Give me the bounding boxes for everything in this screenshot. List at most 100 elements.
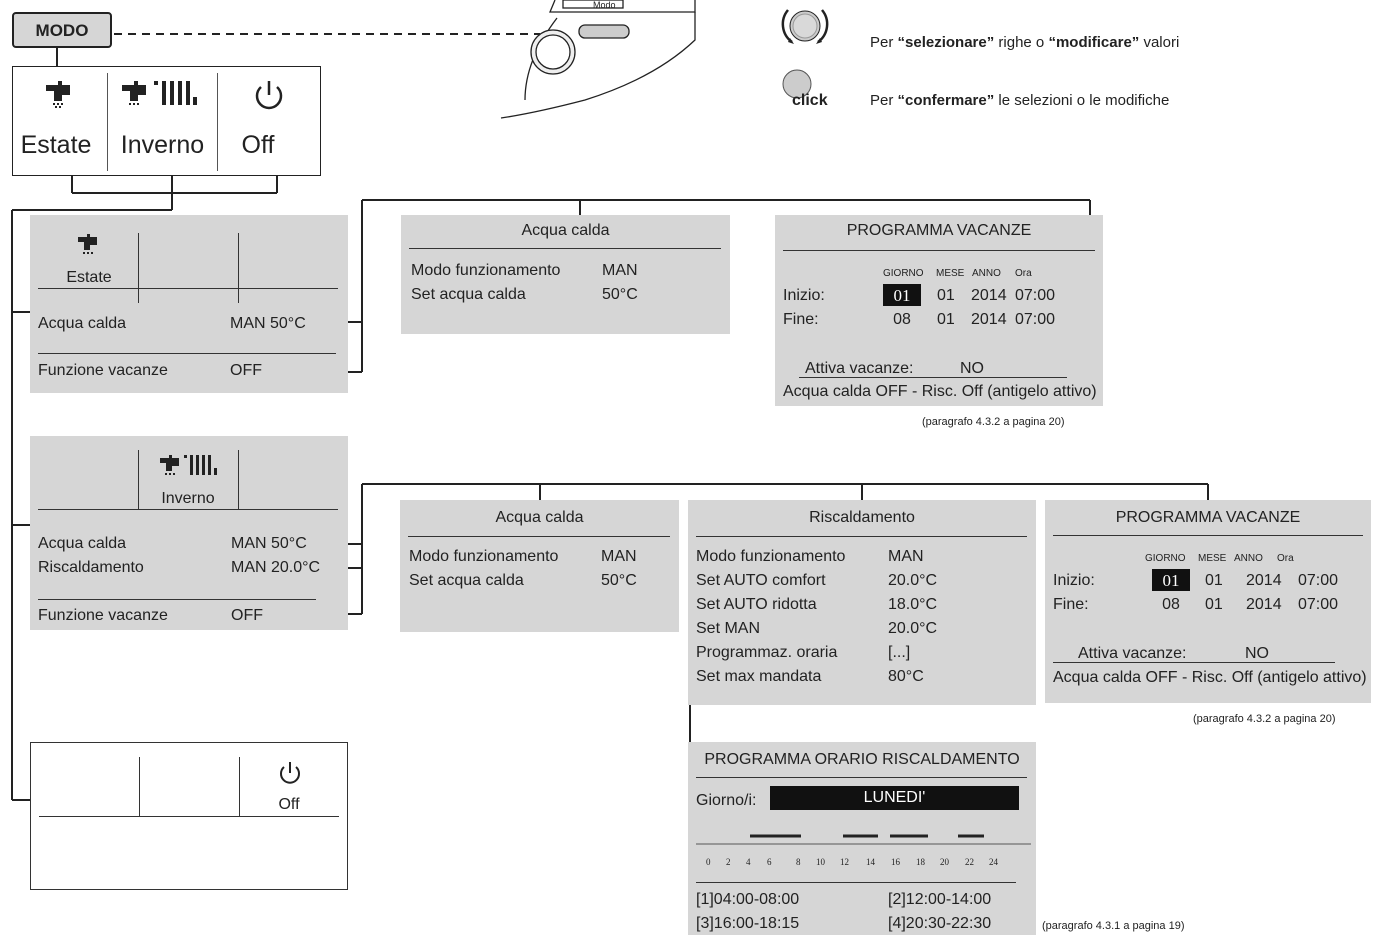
rotate-knob-icon [781,9,829,44]
faucet-radiator-icon [122,81,197,105]
row-label: Fine: [783,311,819,328]
acqua-row-label: Modo funzionamento [411,262,561,279]
hour-tick: 0 [706,857,711,867]
col-header: MESE [936,268,965,279]
row-label: Inizio: [1053,572,1095,589]
year-value: 2014 [1246,596,1282,613]
col-header: MESE [1198,553,1227,564]
inverno-row-label: Acqua calda [38,535,127,552]
row-label: Fine: [1053,596,1089,613]
inverno-row-value: MAN 50°C [231,535,307,552]
row-label: Inizio: [783,287,825,304]
hour-tick: 16 [891,857,900,867]
risc-row-value: 18.0°C [888,596,938,613]
device-label: Modo [593,0,616,10]
panel-title: Riscaldamento [809,509,915,526]
attiva-value: NO [1245,645,1269,662]
risc-row-value: 80°C [888,668,924,685]
boiler-device-illustration: Modo [500,0,696,119]
month-value: 01 [937,311,955,328]
panel-title: PROGRAMMA ORARIO RISCALDAMENTO [704,751,1020,768]
hour-tick: 8 [796,857,801,867]
giorno-value: LUNEDI' [863,789,926,806]
slot-text: [3]16:00-18:15 [696,915,800,932]
hour-tick: 18 [916,857,925,867]
risc-row-label: Modo funzionamento [696,548,846,565]
month-value: 01 [937,287,955,304]
riscaldamento-screen: Riscaldamento Modo funzionamento MAN Set… [688,500,1036,705]
year-value: 2014 [1246,572,1282,589]
vacanze-note: Acqua calda OFF - Risc. Off (antigelo at… [783,383,1097,400]
acqua-row-label: Modo funzionamento [409,548,559,565]
faucet-icon [46,81,70,108]
estate-row-label: Funzione vacanze [38,362,168,379]
attiva-value: NO [960,360,984,377]
acqua-row-label: Set acqua calda [409,572,524,589]
acqua-row-value: MAN [601,548,637,565]
ref-note: (paragrafo 4.3.2 a pagina 20) [922,416,1065,428]
year-value: 2014 [971,311,1007,328]
panel-title: Acqua calda [521,222,610,239]
inverno-row-label: Funzione vacanze [38,607,168,624]
time-value: 07:00 [1015,311,1056,328]
power-icon [255,81,283,110]
panel-title: Acqua calda [495,509,584,526]
risc-row-label: Set max mandata [696,668,822,685]
col-header: ANNO [1234,553,1263,564]
mode-off-label: Off [241,131,275,159]
vacanze-note: Acqua calda OFF - Risc. Off (antigelo at… [1053,669,1367,686]
risc-row-value: [...] [888,644,911,661]
risc-row-label: Programmaz. oraria [696,644,838,661]
estate-screen: Estate Acqua calda MAN 50°C Funzione vac… [30,215,348,393]
day-value: 01 [1162,571,1180,590]
attiva-label: Attiva vacanze: [1078,645,1187,662]
selected-day-cell[interactable] [883,284,921,306]
acqua-row-label: Set acqua calda [411,286,526,303]
selected-day-cell[interactable] [1152,569,1190,591]
faucet-radiator-icon [160,455,217,475]
month-value: 01 [1205,572,1223,589]
panel-title: PROGRAMMA VACANZE [846,222,1032,239]
ref-note: (paragrafo 4.3.2 a pagina 20) [1193,713,1336,725]
inverno-row-value: MAN 20.0°C [231,559,321,576]
giorno-selector[interactable] [770,786,1019,810]
risc-row-label: Set AUTO ridotta [696,596,817,613]
inverno-mode-label: Inverno [161,490,215,507]
modo-label: MODO [35,21,89,40]
inverno-row-label: Riscaldamento [38,559,144,576]
acqua-calda-screen-estate: Acqua calda Modo funzionamento MAN Set a… [401,215,730,334]
day-value: 08 [1162,596,1180,613]
risc-row-label: Set MAN [696,620,761,637]
inverno-screen: Inverno Acqua calda MAN 50°C Riscaldamen… [30,436,348,630]
acqua-row-value: MAN [602,262,638,279]
ref-note: (paragrafo 4.3.1 a pagina 19) [1042,920,1185,932]
estate-mode-label: Estate [66,269,112,286]
hour-tick: 12 [840,857,849,867]
mode-estate-label: Estate [20,131,92,159]
hour-tick: 14 [866,857,875,867]
faucet-icon [78,234,97,254]
mode-off-button[interactable]: Off [218,67,321,175]
estate-row-label: Acqua calda [38,315,127,332]
col-header: ANNO [972,268,1001,279]
modo-button[interactable]: MODO [12,12,112,48]
acqua-calda-screen-inverno: Acqua calda Modo funzionamento MAN Set a… [400,500,679,632]
month-value: 01 [1205,596,1223,613]
risc-row-value: MAN [888,548,924,565]
panel-title: PROGRAMMA VACANZE [1115,509,1301,526]
vacanze-screen-estate: PROGRAMMA VACANZE GIORNO MESE ANNO Ora I… [775,215,1103,406]
mode-inverno-button[interactable]: Inverno [108,67,217,175]
inverno-row-value: OFF [231,607,263,624]
time-program-bars [696,834,1031,845]
mode-inverno-label: Inverno [120,131,205,159]
col-header: Ora [1277,553,1294,564]
mode-estate-button[interactable]: Estate [13,67,107,175]
click-label: click [792,92,828,109]
time-value: 07:00 [1298,572,1339,589]
attiva-label: Attiva vacanze: [805,360,914,377]
hour-tick: 10 [816,857,825,867]
time-value: 07:00 [1298,596,1339,613]
year-value: 2014 [971,287,1007,304]
day-value: 01 [893,286,911,305]
vacanze-screen-inverno: PROGRAMMA VACANZE GIORNO MESE ANNO Ora I… [1045,500,1371,703]
